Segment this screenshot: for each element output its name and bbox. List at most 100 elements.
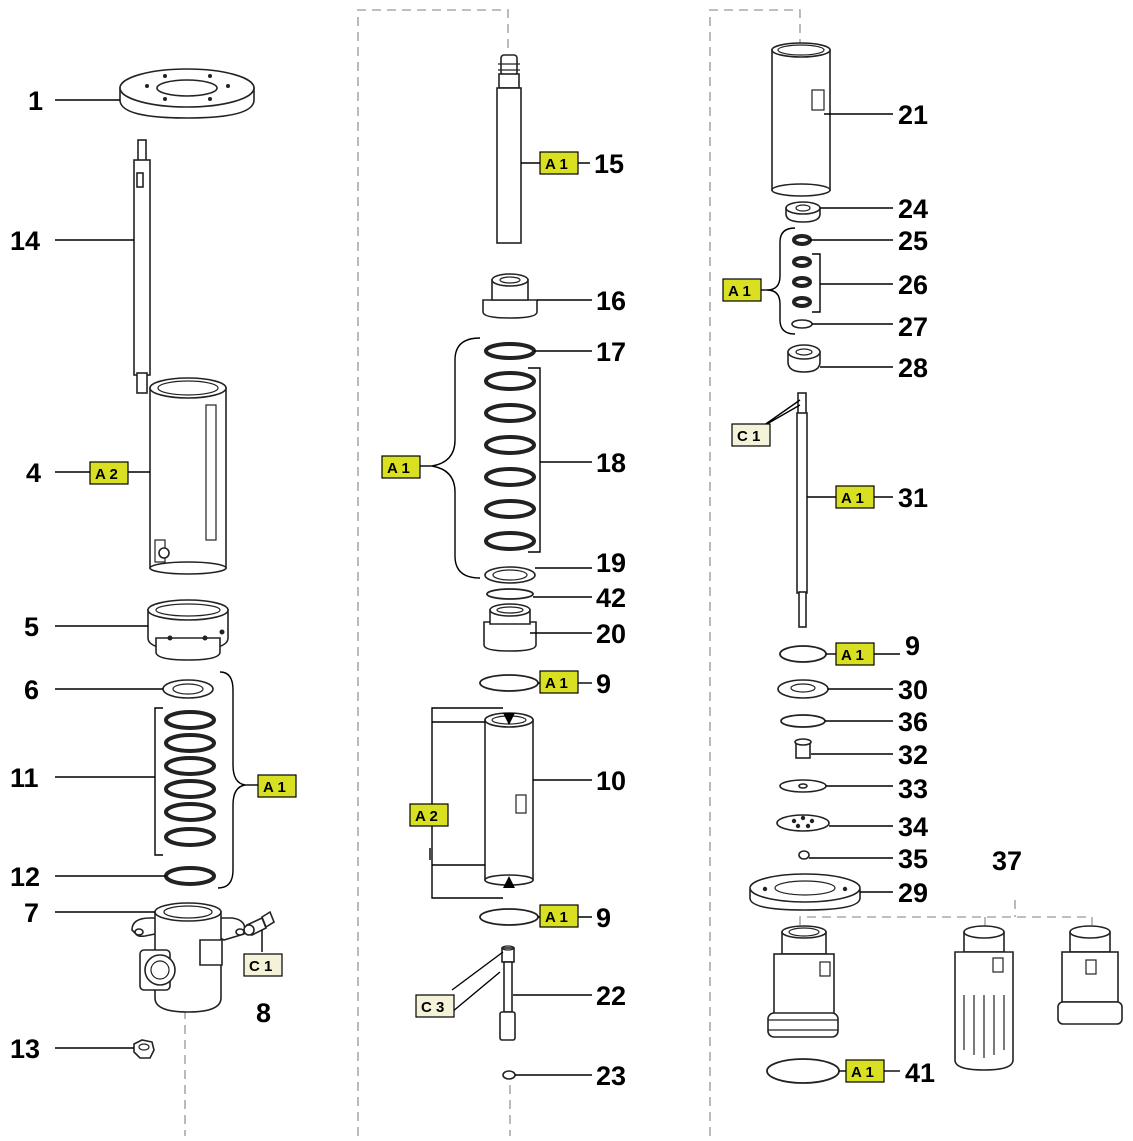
part-7-pump-body (131, 902, 246, 1013)
callout-6: 6 (24, 675, 39, 705)
callout-19: 19 (596, 548, 626, 578)
callout-20: 20 (596, 619, 626, 649)
bracket-26 (812, 253, 893, 313)
part-5-collar (147, 599, 229, 661)
tag-a2-left: A 2 (89, 461, 129, 485)
part-24-nut (785, 201, 821, 223)
svg-text:A 1: A 1 (387, 460, 410, 477)
brace-mid (431, 337, 481, 579)
callout-12: 12 (10, 862, 40, 892)
callout-31: 31 (898, 483, 928, 513)
part-32-bushing (794, 738, 812, 759)
part-30-seal (777, 679, 829, 699)
callout-16: 16 (596, 286, 626, 316)
tag-a1-31: A 1 (835, 485, 875, 509)
part-27-ring (791, 319, 813, 329)
part-1-flange (119, 68, 255, 119)
part-26-seals (792, 256, 812, 308)
callout-21: 21 (898, 100, 928, 130)
tag-a1-left: A 1 (257, 774, 297, 798)
svg-text:C 1: C 1 (249, 958, 272, 975)
callout-27: 27 (898, 312, 928, 342)
callout-33: 33 (898, 774, 928, 804)
bracket-11 (55, 707, 163, 856)
part-12-ring (164, 866, 216, 886)
callout-24: 24 (898, 194, 928, 224)
callout-36: 36 (898, 707, 928, 737)
part-19-ring (484, 566, 536, 584)
callout-22: 22 (596, 981, 626, 1011)
callout-18: 18 (596, 448, 626, 478)
tag-a1-9-right: A 1 (835, 642, 900, 666)
part-25-seal (792, 234, 812, 246)
part-22-valve-pin (499, 945, 516, 1041)
part-23-small-nut (502, 1070, 516, 1080)
callout-9-right: 9 (905, 631, 920, 661)
part-10-cylinder (484, 712, 534, 888)
callout-34: 34 (898, 812, 928, 842)
svg-text:C 1: C 1 (737, 428, 760, 445)
dashed-connection-frames (184, 9, 1093, 1136)
callout-32: 32 (898, 740, 928, 770)
part-8-grease-nipple (243, 910, 275, 937)
leader-c3 (451, 951, 504, 1013)
part-11-packing-stack (164, 710, 216, 847)
part-35-small-nut (798, 850, 810, 860)
tag-a1-9-lower: A 1 (538, 904, 592, 928)
part-31-valve-rod (796, 392, 808, 628)
brace-right (766, 227, 796, 335)
part-9-oring-lower (479, 908, 539, 926)
callout-35: 35 (898, 844, 928, 874)
part-strainer-variant (954, 925, 1014, 1071)
callout-28: 28 (898, 353, 928, 383)
callout-7: 7 (24, 898, 39, 928)
callout-14: 14 (10, 226, 40, 256)
tag-a1-41: A 1 (845, 1059, 900, 1083)
part-33-washer (779, 779, 827, 793)
callout-29: 29 (898, 878, 928, 908)
callout-8: 8 (256, 998, 271, 1028)
tag-c3-mid: C 3 (415, 994, 455, 1018)
part-41-oring (766, 1058, 840, 1084)
callout-9-upper: 9 (596, 669, 611, 699)
part-18-packing-stack (484, 371, 536, 551)
callout-4: 4 (26, 458, 41, 488)
svg-text:A 2: A 2 (415, 808, 438, 825)
part-34-perforated-disc (776, 814, 830, 832)
part-6-ring (162, 679, 214, 699)
part-16-nut (482, 273, 538, 319)
tag-a1-15: A 1 (539, 151, 579, 175)
part-20-valve-housing (483, 603, 537, 652)
tag-a1-right: A 1 (722, 278, 762, 302)
tag-c1-left: C 1 (243, 953, 283, 977)
brace-left (217, 671, 246, 889)
callout-26: 26 (898, 270, 928, 300)
part-36-oring (780, 714, 826, 728)
svg-text:A 2: A 2 (95, 466, 118, 483)
callout-10: 10 (596, 766, 626, 796)
part-13-nut (133, 1039, 155, 1059)
svg-text:A 1: A 1 (545, 156, 568, 173)
svg-text:A 1: A 1 (841, 490, 864, 507)
part-14-rod (133, 139, 151, 394)
callout-30: 30 (898, 675, 928, 705)
part-29-base-plate (749, 873, 861, 911)
part-28-valve-seat (787, 344, 821, 373)
callout-15: 15 (594, 149, 624, 179)
part-9-oring-right (779, 645, 827, 663)
svg-text:A 1: A 1 (841, 647, 864, 664)
svg-text:A 1: A 1 (545, 909, 568, 926)
part-4-cylinder (149, 377, 227, 575)
callout-41: 41 (905, 1058, 935, 1088)
tag-a1-9-upper: A 1 (539, 670, 592, 694)
tag-a1-mid: A 1 (381, 455, 421, 479)
callout-11: 11 (10, 763, 39, 793)
part-9-oring-upper (479, 674, 539, 692)
part-17-ring (484, 342, 536, 360)
part-foot-valve-variant (1057, 925, 1123, 1025)
callout-1: 1 (28, 86, 43, 116)
svg-text:A 1: A 1 (728, 283, 751, 300)
callout-9-lower: 9 (596, 903, 611, 933)
svg-text:A 1: A 1 (545, 675, 568, 692)
